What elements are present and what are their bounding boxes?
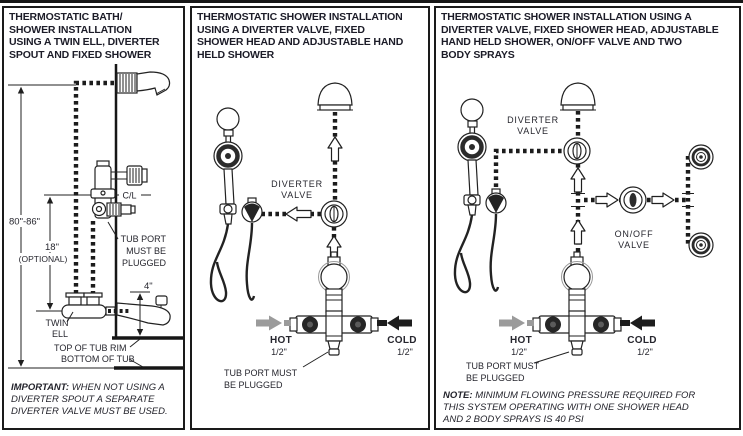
thermostatic-valve-icon <box>289 251 379 356</box>
on-off-valve-label: ON/OFF <box>615 229 654 239</box>
panel-diverter-valve-hand-shower: DIVERTER VALVE HOT 1/2" COLD 1/2" TUB PO… <box>190 6 430 430</box>
important-note: IMPORTANT: WHEN NOT USING A DIVERTER SPO… <box>11 382 181 418</box>
hot-supply-arrow <box>256 315 291 331</box>
riser-offset-qualifier: (OPTIONAL) <box>19 254 68 264</box>
cold-supply-arrow <box>377 315 412 331</box>
hot-size-label: 1/2" <box>511 347 527 357</box>
cold-size-label: 1/2" <box>637 347 653 357</box>
centerline-label: C/L <box>123 191 137 201</box>
note-text: MINIMUM FLOWING PRESSURE REQUIRED FOR <box>472 390 696 401</box>
title-line: HAND HELD SHOWER, ON/OFF VALVE AND TWO <box>441 36 682 48</box>
shower-hose <box>453 214 474 294</box>
tub-port-label: TUB PORT <box>121 234 167 244</box>
label-bg <box>12 253 72 265</box>
hot-label: HOT <box>270 335 292 346</box>
note-head: IMPORTANT: <box>11 382 70 393</box>
cold-label: COLD <box>387 335 417 346</box>
tub-port-label: PLUGGED <box>122 258 167 268</box>
height-range-label: 80"-86" <box>9 217 40 228</box>
bottom-of-tub-label: BOTTOM OF TUB <box>61 354 135 364</box>
note-text: WHEN NOT USING A <box>69 382 165 393</box>
note-text: AND 2 BODY SPRAYS IS 40 PSI <box>443 414 584 425</box>
note-text: DIVERTER VALVE MUST BE USED. <box>11 406 168 417</box>
title-line: HELD SHOWER <box>197 48 275 61</box>
tub-port-label: BE PLUGGED <box>224 380 283 390</box>
shower-hose <box>245 222 256 301</box>
title-line: THERMOSTATIC BATH/ <box>9 11 123 23</box>
title-line: SHOWER HEAD AND ADJUSTABLE HAND <box>197 36 404 48</box>
fixed-shower-head-icon <box>116 71 171 96</box>
diverter-valve-icon <box>320 200 348 228</box>
tub-port-label: TUB PORT MUST <box>466 361 540 371</box>
cold-label: COLD <box>627 335 657 346</box>
on-off-valve-icon <box>619 186 647 214</box>
tub-port-label: TUB PORT MUST <box>224 368 298 378</box>
panel-title: THERMOSTATIC SHOWER INSTALLATION USING A… <box>441 11 738 61</box>
diverter-valve-diagram: DIVERTER VALVE HOT 1/2" COLD 1/2" TUB PO… <box>209 82 417 390</box>
note-head: NOTE: <box>443 390 473 401</box>
flow-arrows <box>570 167 675 245</box>
shower-head-icon <box>317 82 353 111</box>
label-bg <box>7 215 47 227</box>
body-spray-icon <box>688 144 714 170</box>
shower-hose <box>489 213 500 292</box>
tub-port-label: MUST BE <box>126 246 166 256</box>
hot-size-label: 1/2" <box>271 347 287 357</box>
diverter-valve-label: DIVERTER <box>271 179 323 189</box>
in-wall-piping <box>73 80 114 294</box>
pipe-union-ticks <box>571 193 694 207</box>
top-of-tub-label: TOP OF TUB RIM <box>54 343 127 353</box>
page-top-rule <box>0 0 743 3</box>
hot-label: HOT <box>510 335 532 346</box>
diverter-valve-label: DIVERTER <box>507 115 559 125</box>
diverter-spout-icon <box>116 295 171 326</box>
thermostatic-valve <box>90 160 148 219</box>
pressure-note: NOTE: MINIMUM FLOWING PRESSURE REQUIRED … <box>443 390 737 426</box>
title-line: THERMOSTATIC SHOWER INSTALLATION <box>197 11 403 23</box>
bath-shower-diagram: 80"-86" 18" (OPTIONAL) C/L TUB PORT MUST… <box>7 64 183 370</box>
spout-rise-label: 4" <box>144 281 153 292</box>
diverter-valve-icon <box>563 137 591 165</box>
title-line: SHOWER INSTALLATION <box>9 23 132 36</box>
tub-port-leader <box>533 351 570 364</box>
panel-title: THERMOSTATIC SHOWER INSTALLATION USING A… <box>197 11 427 61</box>
shower-head-icon <box>560 82 596 111</box>
panel-diverter-onoff-body-sprays: DIVERTER VALVE ON/OFF VALVE HOT 1/2" COL… <box>434 6 741 430</box>
title-line: SPOUT AND FIXED SHOWER <box>9 48 152 61</box>
title-line: BODY SPRAYS <box>441 48 515 61</box>
diverter-valve-label: VALVE <box>281 190 313 200</box>
cold-supply-arrow <box>620 315 655 331</box>
tub-port-label: BE PLUGGED <box>466 373 525 383</box>
note-text: DIVERTER SPOUT A SEPARATE <box>11 394 155 405</box>
panel-bath-shower-twin-ell: 80"-86" 18" (OPTIONAL) C/L TUB PORT MUST… <box>2 6 185 430</box>
shower-hose <box>209 223 230 303</box>
thermostatic-valve-icon <box>532 251 622 356</box>
twin-ell-icon <box>61 292 116 319</box>
panel-title: THERMOSTATIC BATH/ SHOWER INSTALLATION U… <box>9 11 182 61</box>
hand-held-shower-icon <box>209 107 263 303</box>
title-line: USING A DIVERTER VALVE, FIXED <box>197 23 365 36</box>
label-leaders <box>66 221 144 368</box>
title-line: USING A TWIN ELL, DIVERTER <box>9 36 160 48</box>
twin-ell-label: TWIN <box>46 318 69 328</box>
title-line: THERMOSTATIC SHOWER INSTALLATION USING A <box>441 11 692 23</box>
label-bg <box>41 241 63 252</box>
on-off-valve-label: VALVE <box>618 240 650 250</box>
body-spray-icon <box>688 232 714 258</box>
twin-ell-label: ELL <box>52 329 68 339</box>
hot-supply-arrow <box>499 315 534 331</box>
body-spray-system-diagram: DIVERTER VALVE ON/OFF VALVE HOT 1/2" COL… <box>453 82 714 383</box>
hand-held-shower-icon <box>453 98 507 294</box>
cold-size-label: 1/2" <box>397 347 413 357</box>
note-text: THIS SYSTEM OPERATING WITH ONE SHOWER HE… <box>443 402 689 413</box>
diverter-valve-label: VALVE <box>517 126 549 136</box>
riser-offset-label: 18" <box>45 242 59 253</box>
title-line: DIVERTER VALVE, FIXED SHOWER HEAD, ADJUS… <box>441 23 719 36</box>
tub-port-leader <box>302 351 329 368</box>
